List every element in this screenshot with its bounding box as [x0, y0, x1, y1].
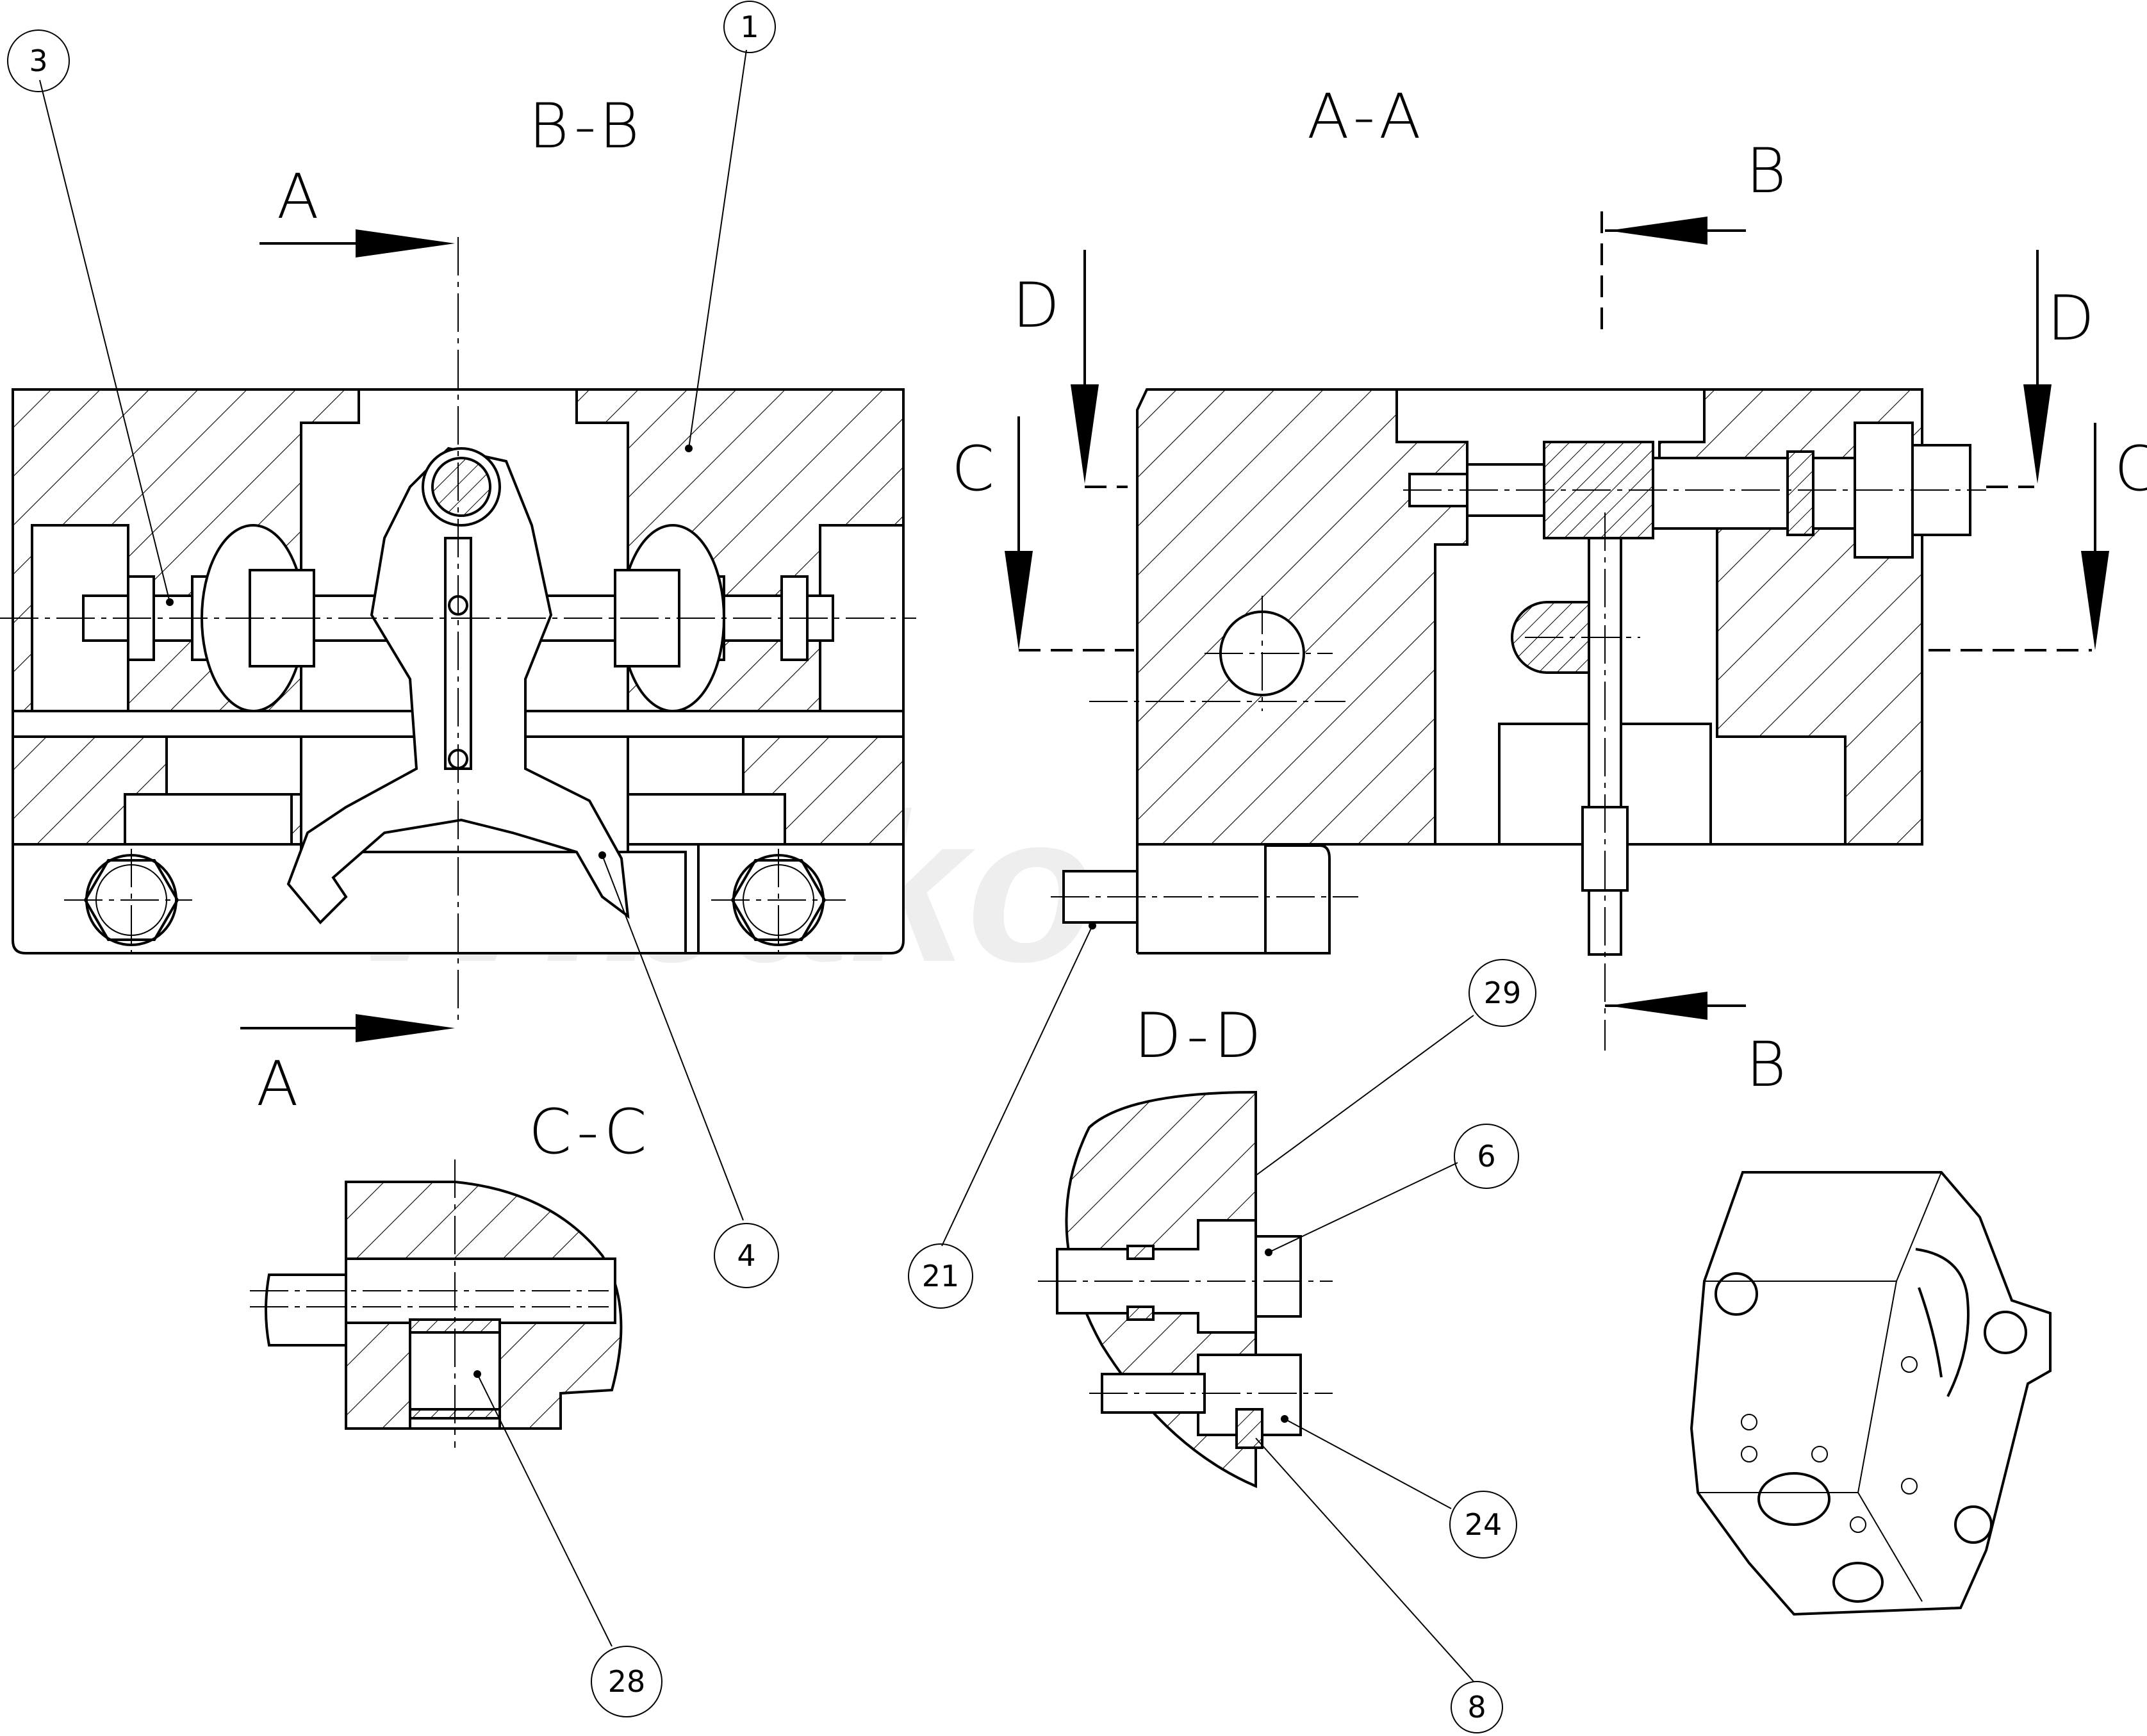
balloon-1-text: 1	[740, 10, 759, 44]
balloon-8: 8	[1451, 1681, 1503, 1733]
arrow-c-left	[1005, 551, 1033, 650]
arrow-a-top	[356, 229, 455, 258]
label-c-right: C	[2114, 433, 2147, 505]
label-d-right: D	[2047, 283, 2094, 354]
label-d-left: D	[1012, 270, 1060, 341]
balloon-8-text: 8	[1467, 1690, 1486, 1724]
arrow-a-bottom	[356, 1014, 455, 1042]
balloon-3: 3	[7, 29, 70, 92]
balloon-4: 4	[714, 1223, 779, 1288]
title-section-cc: C-C	[529, 1096, 652, 1168]
balloon-6-text: 6	[1477, 1139, 1495, 1174]
arrow-d-right	[2023, 384, 2052, 484]
balloon-1: 1	[723, 1, 776, 53]
balloon-24-text: 24	[1465, 1507, 1502, 1542]
view-cc	[250, 1159, 623, 1448]
balloon-29-text: 29	[1484, 976, 1522, 1010]
arrow-c-right	[2081, 551, 2109, 650]
balloon-6: 6	[1454, 1124, 1519, 1189]
balloon-29: 29	[1468, 959, 1536, 1027]
label-a-bottom: A	[256, 1048, 299, 1120]
balloon-4-text: 4	[737, 1238, 755, 1273]
arrow-b-bottom	[1608, 992, 1707, 1020]
label-a-top: A	[277, 161, 319, 233]
balloon-28-text: 28	[608, 1664, 646, 1699]
leaders	[39, 49, 1474, 1682]
label-c-left: C	[951, 433, 994, 505]
balloon-24: 24	[1449, 1491, 1517, 1559]
label-b-top: B	[1746, 135, 1786, 207]
balloon-28: 28	[591, 1646, 662, 1717]
balloon-3-text: 3	[29, 44, 47, 78]
arrow-d-left	[1071, 384, 1099, 484]
isometric-view	[1690, 1171, 2052, 1616]
view-aa	[1005, 211, 2109, 1051]
title-section-dd: D-D	[1134, 1000, 1266, 1072]
arrow-b-top	[1608, 217, 1707, 245]
title-section-aa: A-A	[1307, 81, 1426, 152]
bb-base-plate	[12, 843, 905, 954]
balloon-21-text: 21	[922, 1259, 960, 1293]
balloon-21: 21	[908, 1243, 973, 1309]
label-b-bottom: B	[1746, 1029, 1786, 1101]
view-bb	[0, 229, 916, 1042]
title-section-bb: B-B	[529, 90, 645, 162]
